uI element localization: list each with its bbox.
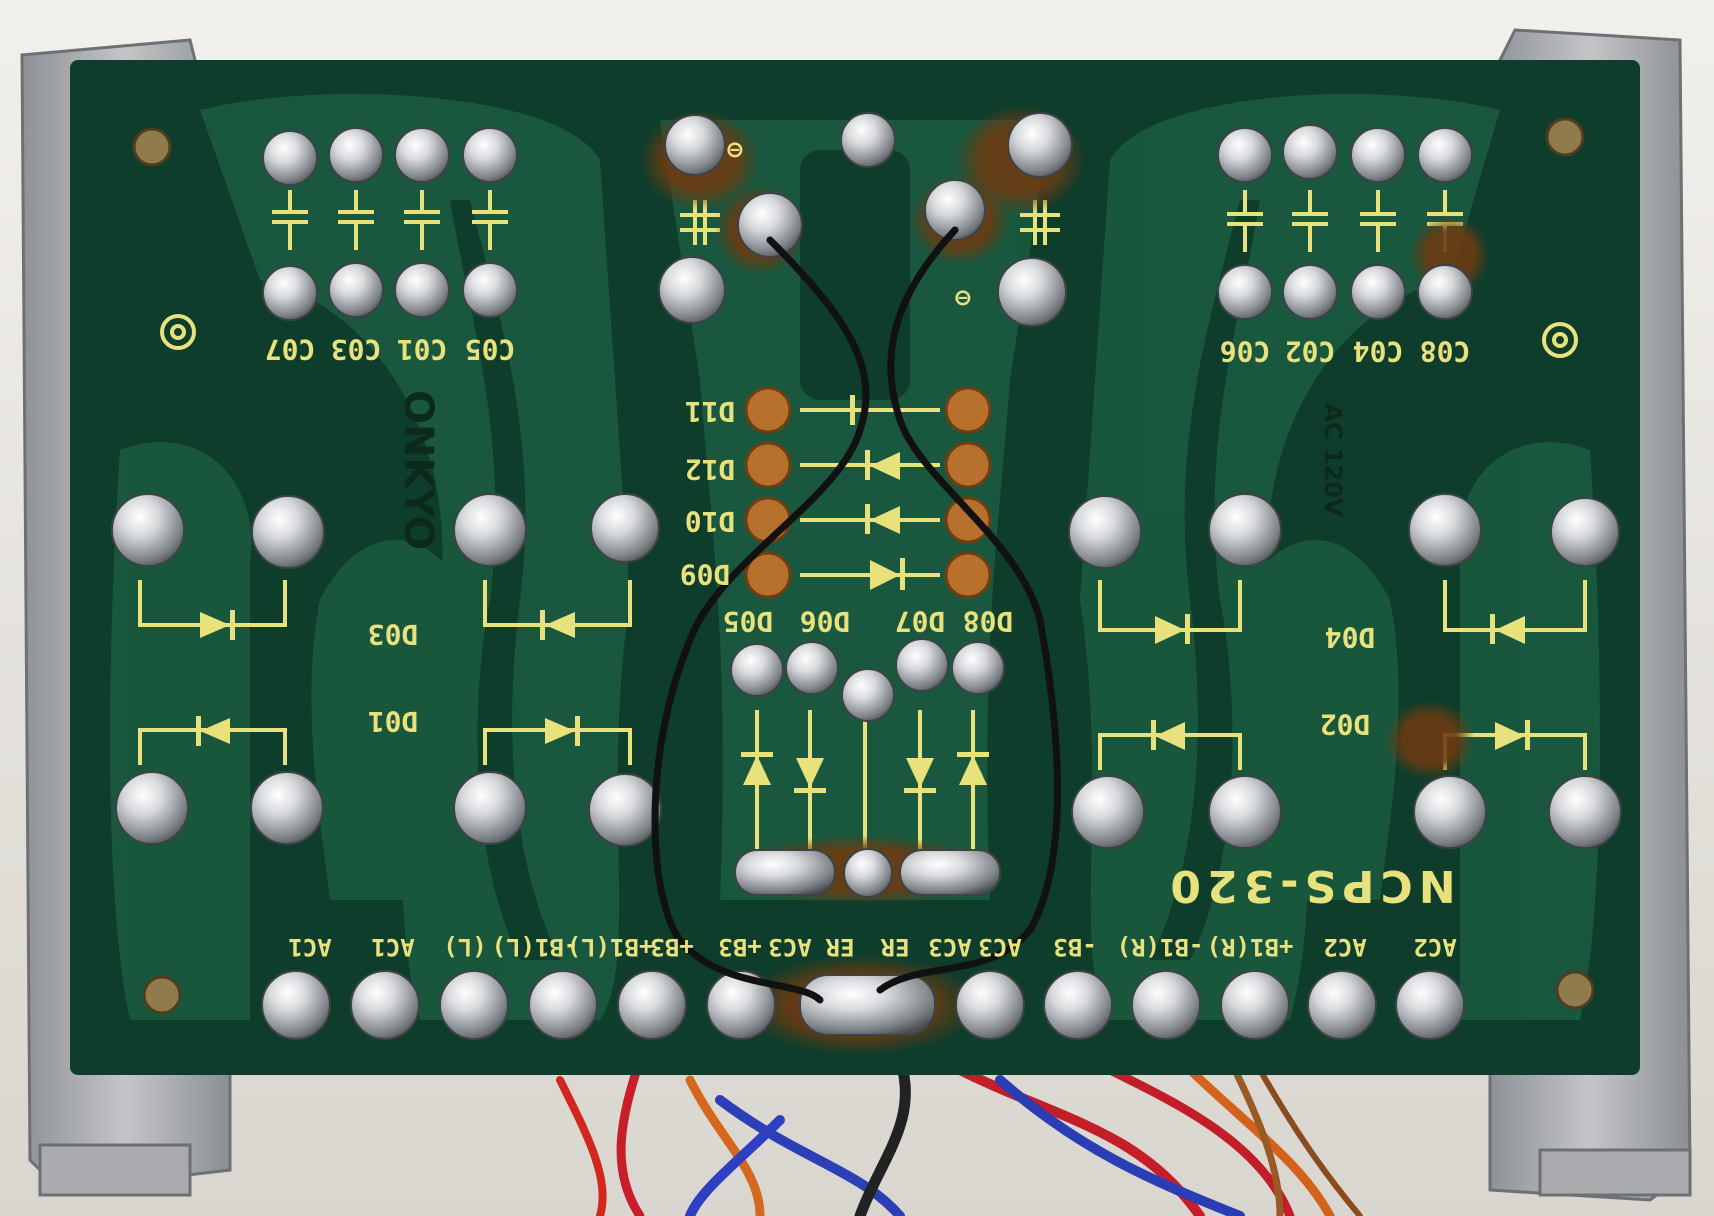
board-model-number: NCPS-320 (1164, 860, 1455, 911)
mounting-holes (160, 314, 1578, 358)
label-diode: D08 (963, 605, 1014, 638)
polarity-mark-left: ⊖ (727, 135, 743, 165)
solder-joints (111, 112, 1622, 1040)
label-connector: (L) (443, 933, 486, 961)
label-cap: C06 (1220, 335, 1271, 368)
polarity-mark-right: ⊖ (955, 283, 971, 313)
label-diode: D07 (895, 605, 946, 638)
label-diode: D06 (800, 605, 851, 638)
label-connector: -B3 (1053, 933, 1096, 961)
label-connector: -B1(L) (492, 933, 579, 961)
diode-triangles (196, 395, 1530, 793)
brand-print: ONKYO (395, 390, 441, 550)
label-diode: D02 (1320, 708, 1371, 741)
jumper-wires (651, 226, 1061, 1004)
label-cap: C01 (397, 333, 448, 366)
label-connector: +B1(R) (1207, 933, 1294, 961)
label-cap: C02 (1285, 335, 1336, 368)
label-cap: C05 (465, 333, 516, 366)
label-connector: AC2 (1323, 933, 1366, 961)
label-connector: ER (825, 933, 854, 961)
diode-labels: D03 D01 D04 D02 D11 D12 D10 D09 D05 D06 … (368, 395, 1376, 741)
label-cap: C04 (1353, 335, 1404, 368)
label-connector: AC1 (288, 933, 331, 961)
label-connector: AC1 (371, 933, 414, 961)
connector-labels: AC1 AC1 (L) -B1(L) +B1(L) +B3 +B3 AC3 ER… (288, 933, 1456, 961)
voltage-print: AC 120V (1319, 403, 1347, 517)
corner-screws (132, 117, 1595, 1015)
label-diode: D11 (685, 395, 736, 428)
label-diode: D03 (368, 618, 419, 651)
label-diode: D10 (685, 505, 736, 538)
label-diode: D01 (368, 705, 419, 738)
label-diode: D12 (685, 453, 736, 486)
label-cap: C03 (331, 333, 382, 366)
label-connector: AC3 (978, 933, 1021, 961)
diode-pads-center (744, 386, 992, 599)
label-connector: AC2 (1413, 933, 1456, 961)
label-diode: D09 (680, 558, 731, 591)
copper-traces (110, 94, 1600, 1021)
label-diode: D05 (723, 605, 774, 638)
label-diode: D04 (1325, 621, 1376, 654)
label-connector: ER (880, 933, 909, 961)
label-connector: +B3 (718, 933, 761, 961)
capacitor-labels-right: C06 C02 C04 C08 (1220, 335, 1471, 368)
label-connector: +B3 (650, 933, 693, 961)
label-connector: AC3 (928, 933, 971, 961)
wire-bundle (556, 1054, 1363, 1216)
label-cap: C08 (1420, 335, 1471, 368)
label-connector: AC3 (768, 933, 811, 961)
label-cap: C07 (265, 333, 316, 366)
label-connector: -B1(R) (1117, 933, 1204, 961)
label-connector: +B1(L) (567, 933, 654, 961)
capacitor-labels-left: C07 C03 C01 C05 (265, 333, 516, 366)
